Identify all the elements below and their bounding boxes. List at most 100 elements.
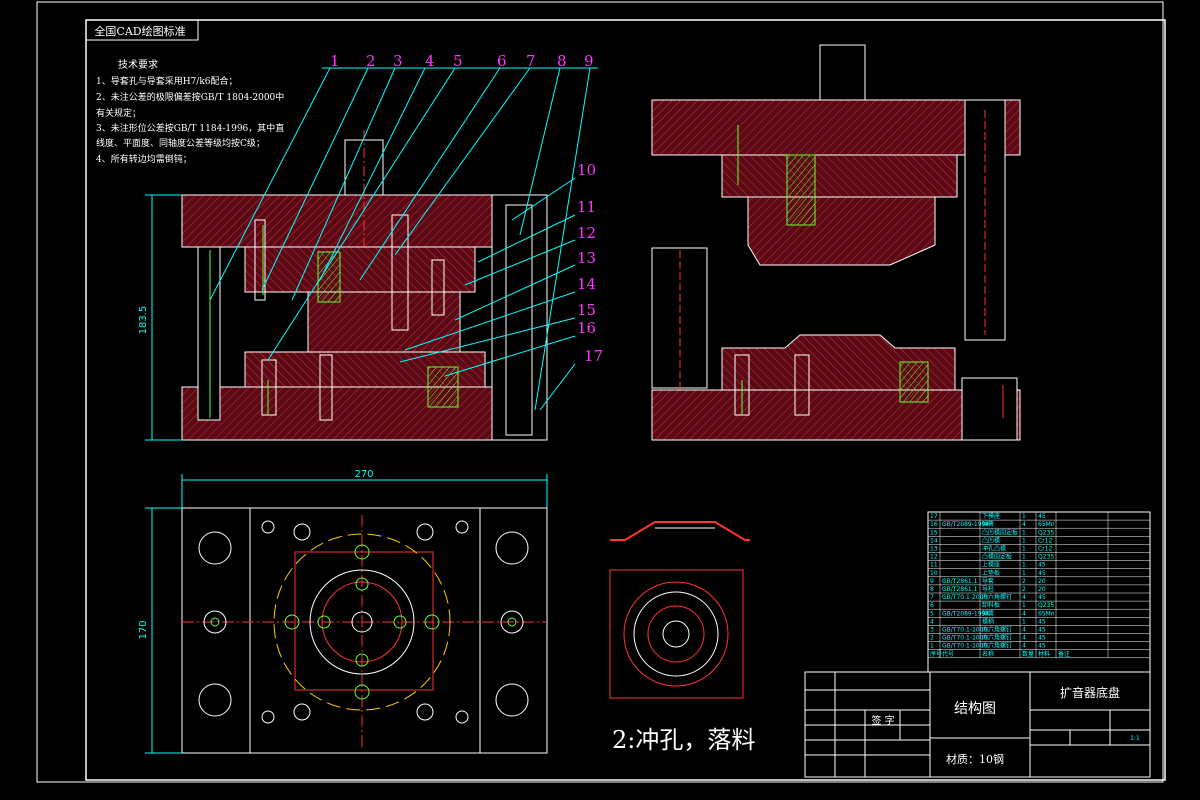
screw <box>431 259 445 316</box>
bom-cell: 内六角螺钉 <box>982 593 1012 601</box>
bom-cell: 1 <box>1022 602 1026 609</box>
bom-cell: 导套 <box>982 577 994 585</box>
screw <box>254 219 266 301</box>
guide-hole <box>495 531 529 565</box>
bom-cell: 45 <box>1038 635 1046 642</box>
bom-cell: 内六角螺钉 <box>982 626 1012 634</box>
signature-label: 签 字 <box>871 714 894 727</box>
outer-border <box>36 1 1164 783</box>
bom-cell: 内六角螺钉 <box>982 634 1012 642</box>
part-name: 扩音器底盘 <box>1060 685 1120 700</box>
material-label: 材质：10钢 <box>946 752 1004 766</box>
height-dimension: 183.5 <box>138 194 182 441</box>
bom-cell: 1 <box>1022 537 1026 544</box>
bom-cell: 2 <box>930 635 934 642</box>
bom-cell: 3 <box>930 627 934 634</box>
bom-cell: 4 <box>1022 610 1026 617</box>
callout-17: 17 <box>584 347 603 365</box>
bom-cell: 7 <box>930 594 934 601</box>
bom-cell: 模柄 <box>982 617 994 625</box>
bom-cell: 12 <box>930 554 938 561</box>
bom-cell: 13 <box>930 546 938 553</box>
callout-8: 8 <box>557 52 567 70</box>
bom-cell: 卸料板 <box>982 601 1000 609</box>
bom-cell: 16 <box>930 521 938 528</box>
bom-cell: GB/T70.1-2000 <box>942 627 987 634</box>
part-profile <box>610 521 750 541</box>
die-circle <box>309 569 415 675</box>
bom-cell: 14 <box>930 537 938 544</box>
guide-bolt-left <box>197 246 221 421</box>
bom-cell: 1 <box>1022 554 1026 561</box>
bom-cell: 导柱 <box>982 585 994 593</box>
tech-req-line: 有关规定； <box>96 107 141 119</box>
bom-cell: 1 <box>1022 546 1026 553</box>
bom-cell: Q235 <box>1038 602 1054 609</box>
spring <box>899 361 929 403</box>
bom-cell: GB/T70.1-2000 <box>942 594 987 601</box>
bolt-hole <box>203 610 227 634</box>
corner-label: 全国CAD绘图标准 <box>94 24 185 38</box>
bom-cell: 65Mn <box>1038 610 1055 617</box>
screw <box>261 359 277 416</box>
bom-cell: 4 <box>1022 521 1026 528</box>
callout-11: 11 <box>577 198 596 216</box>
punch-pin <box>391 214 409 331</box>
width-dimension: 270 <box>181 469 548 508</box>
callout-6: 6 <box>497 52 507 70</box>
bom-cell: 冲孔凸模 <box>982 545 1006 553</box>
callout-14: 14 <box>577 275 596 293</box>
bom-cell: 弹簧 <box>982 520 994 528</box>
inner-border <box>85 19 1166 781</box>
bom-cell: 65Mn <box>1038 521 1055 528</box>
bom-cell: GB/T2089-1994 <box>942 521 989 528</box>
bom-cell: 8 <box>930 586 934 593</box>
bom-cell: 15 <box>930 529 938 536</box>
bom-cell: 45 <box>1038 594 1046 601</box>
bom-cell: 凸凹模 <box>982 536 1000 544</box>
callout-12: 12 <box>577 224 596 242</box>
bom-header-cell: 数量 <box>1022 650 1034 658</box>
tech-req-line: 4、所有转边均需倒钝； <box>96 153 192 165</box>
bom-cell: 上垫板 <box>982 569 1000 577</box>
guide-hole <box>495 683 529 717</box>
width-dimension-label: 270 <box>354 469 373 480</box>
drawing-name: 结构图 <box>954 701 996 717</box>
tech-req-title: 技术要求 <box>118 58 158 71</box>
part-view <box>609 521 750 699</box>
callout-4: 4 <box>425 52 435 70</box>
bom-header-cell: 材料 <box>1038 650 1050 658</box>
bom-cell: 1 <box>1022 529 1026 536</box>
bom-cell: 20 <box>1038 586 1046 593</box>
tech-req-line: 线度、平面度、同轴度公差等级均按C级； <box>96 137 265 149</box>
die-square <box>294 551 434 691</box>
bom-cell: Q235 <box>1038 554 1054 561</box>
punch-plate-top <box>721 154 958 198</box>
blank-outline <box>609 569 744 699</box>
bom-cell: 1 <box>1022 513 1026 520</box>
bom-cell: 45 <box>1038 513 1046 520</box>
plan-view <box>181 507 548 754</box>
bom-cell: 凸凹模固定板 <box>982 528 1018 536</box>
process-label: 2:冲孔，落料 <box>612 726 755 754</box>
guide-post <box>505 204 533 436</box>
bom-cell: 20 <box>1038 578 1046 585</box>
shank-top <box>819 44 866 101</box>
bom-cell: Cr12 <box>1038 537 1052 544</box>
callout-16: 16 <box>577 319 596 337</box>
bolt-hole <box>500 610 524 634</box>
die-inner-circle <box>321 581 403 663</box>
bom-cell: 2 <box>1022 586 1026 593</box>
bom-cell: 下模座 <box>982 512 1000 520</box>
callout-7: 7 <box>526 52 536 70</box>
bom-header-cell: 备注 <box>1058 650 1070 658</box>
callout-numbers: 1 2 3 4 5 6 7 8 9 10 11 12 13 14 15 16 1… <box>330 52 603 365</box>
punch-plate <box>244 246 476 293</box>
bom-cell: 45 <box>1038 570 1046 577</box>
corner-label-box <box>85 19 199 41</box>
bom-cell: 45 <box>1038 627 1046 634</box>
depth-dimension: 170 <box>138 507 182 754</box>
bom-cell: 9 <box>930 578 934 585</box>
bom-header-cell: 代号 <box>942 650 954 658</box>
